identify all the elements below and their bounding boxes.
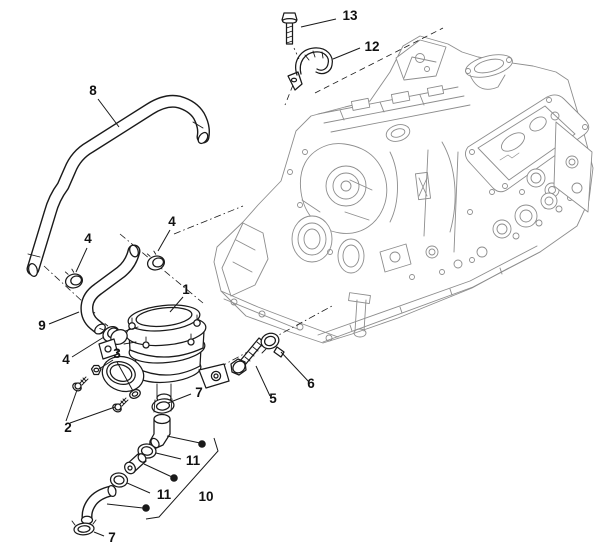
leader-11-top xyxy=(155,452,182,460)
collar-7-upper xyxy=(151,398,175,414)
leader-12 xyxy=(332,47,361,60)
clip-6 xyxy=(260,332,285,358)
leader-4-lower xyxy=(71,336,105,358)
axis-bracket12-foot xyxy=(284,84,294,106)
seal-ring-11-bottom xyxy=(109,472,129,488)
callout-11-bottom: 11 xyxy=(157,487,172,502)
callout-2: 2 xyxy=(64,420,72,435)
clamp-7-lower xyxy=(71,519,97,536)
leader-endpoint-dot xyxy=(170,474,178,482)
engine-round-port xyxy=(385,124,411,142)
engine-cam-cover xyxy=(465,94,590,193)
engine-intake-flange xyxy=(465,54,513,90)
leader-4-mid xyxy=(157,229,171,252)
hose-8 xyxy=(26,94,210,277)
leader-lines xyxy=(48,18,361,537)
leader-8 xyxy=(97,98,120,128)
callout-6: 6 xyxy=(307,376,315,391)
axis-hose9-engine xyxy=(173,205,244,235)
leader-9 xyxy=(48,311,80,325)
bracket-line-10 xyxy=(145,437,219,520)
leader-3b xyxy=(116,361,134,392)
leader-endpoint-dot xyxy=(142,504,150,512)
leader-7-lower xyxy=(93,531,105,537)
callout-5: 5 xyxy=(269,391,277,406)
leader-1 xyxy=(169,296,184,313)
valve-assembly-1 xyxy=(98,304,230,403)
engine-silhouette xyxy=(213,35,594,344)
leader-3a xyxy=(98,359,114,370)
axis-bolt5-clip6 xyxy=(206,305,333,375)
callout-9: 9 xyxy=(38,318,46,333)
screw-2-left xyxy=(72,376,89,392)
hose-clamp-4-left xyxy=(64,268,84,289)
nut-3 xyxy=(90,364,102,376)
callout-7-lower: 7 xyxy=(108,530,116,545)
leader-2a xyxy=(65,389,78,422)
washer-3 xyxy=(129,389,141,399)
callout-4-lower: 4 xyxy=(62,352,70,367)
engine-left-plate xyxy=(221,222,269,297)
axis-bracket12-engine xyxy=(314,27,444,94)
leader-11-bottom xyxy=(126,482,151,494)
engine-line-art xyxy=(213,35,594,344)
leader-elbow-dot xyxy=(166,435,201,444)
leader-2b xyxy=(69,406,116,424)
engine-head-details xyxy=(492,121,593,240)
leader-6 xyxy=(280,351,310,383)
elbow-fitting-top xyxy=(149,413,171,450)
parts xyxy=(26,12,333,536)
engine-upper-ribs xyxy=(317,85,471,133)
leader-13 xyxy=(300,18,337,28)
callout-4-mid: 4 xyxy=(168,214,176,229)
leader-5 xyxy=(255,365,271,397)
screw-2-right xyxy=(112,397,129,413)
engine-center-details xyxy=(287,141,495,280)
callout-12: 12 xyxy=(364,39,379,54)
bolt-13 xyxy=(281,12,298,45)
elbow-hose-bottom xyxy=(80,484,117,525)
hose-clamp-4-mid xyxy=(146,250,166,271)
callout-3: 3 xyxy=(113,346,121,361)
callout-11-top: 11 xyxy=(186,453,201,468)
leader-4-left xyxy=(75,247,88,273)
leader-endpoint-dot xyxy=(198,440,206,448)
callout-4-left: 4 xyxy=(84,231,92,246)
engine-top-bracket xyxy=(395,39,447,81)
callout-7-upper: 7 xyxy=(195,385,203,400)
straight-fitting xyxy=(124,453,147,475)
engine-pan-rail xyxy=(317,245,541,343)
callout-10: 10 xyxy=(198,489,213,504)
leader-hose-dot xyxy=(106,503,144,509)
engine-timing-cover xyxy=(299,143,388,234)
leader-7-upper xyxy=(167,393,192,404)
leader-straight-dot xyxy=(143,463,173,478)
callout-1: 1 xyxy=(182,282,190,297)
engine-left-bores xyxy=(291,215,365,274)
hose-9 xyxy=(80,244,141,335)
engine-sump xyxy=(220,290,371,342)
bracket-12 xyxy=(287,47,333,91)
callout-8: 8 xyxy=(89,83,97,98)
callout-labels: 13 12 8 4 4 1 9 4 3 2 7 5 6 11 10 11 7 xyxy=(38,8,379,545)
callout-13: 13 xyxy=(342,8,358,23)
bolt-5 xyxy=(230,337,265,376)
